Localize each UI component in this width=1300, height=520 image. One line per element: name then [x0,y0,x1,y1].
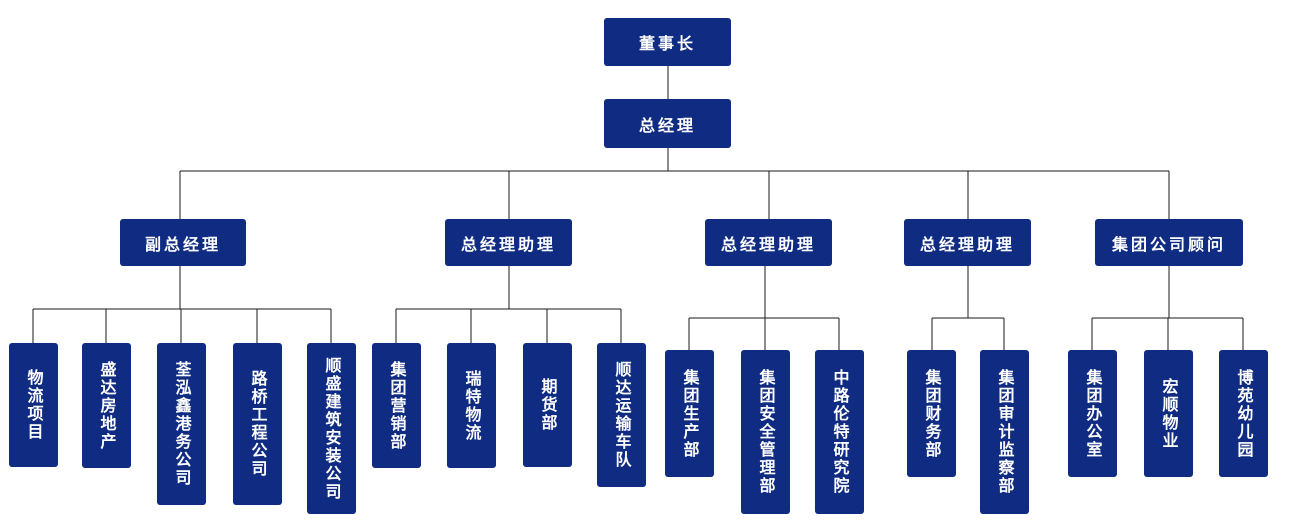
node-leaf: 顺达运输车队 [597,343,646,487]
node-leaf: 期货部 [523,343,572,467]
node-leaf: 博苑幼儿园 [1219,350,1268,477]
node-general-manager: 总经理 [604,99,731,148]
node-leaf: 中路伦特研究院 [815,350,864,514]
node-leaf: 集团营销部 [372,343,421,468]
node-leaf: 宏顺物业 [1144,350,1193,477]
node-leaf: 集团财务部 [907,350,956,477]
node-branch-4: 集团公司顾问 [1095,219,1243,266]
node-branch-0: 副总经理 [120,219,246,266]
node-chairman: 董事长 [604,18,731,66]
node-leaf: 盛达房地产 [82,343,131,468]
node-leaf: 瑞特物流 [447,343,496,468]
node-leaf: 集团办公室 [1068,350,1117,477]
node-leaf: 顺盛建筑安装公司 [307,343,356,514]
node-branch-2: 总经理助理 [705,219,832,266]
node-leaf: 集团审计监察部 [980,350,1029,514]
node-leaf: 物流项目 [9,343,58,467]
node-leaf: 集团生产部 [665,350,714,477]
node-branch-3: 总经理助理 [904,219,1031,266]
node-leaf: 路桥工程公司 [233,343,282,505]
node-branch-1: 总经理助理 [445,219,572,266]
node-leaf: 荃泓鑫港务公司 [157,343,206,505]
node-leaf: 集团安全管理部 [741,350,790,514]
